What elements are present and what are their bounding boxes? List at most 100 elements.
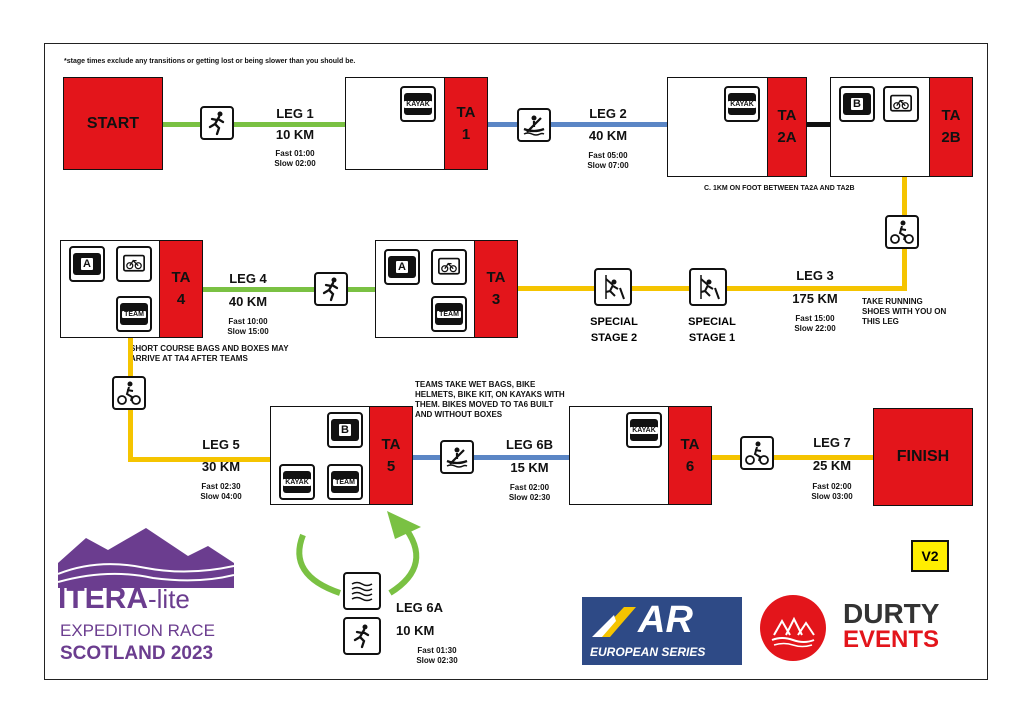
itera-mountain-logo: [58, 528, 234, 588]
leg7-route: [712, 455, 874, 460]
ar-european-series-logo: AR EUROPEAN SERIES: [582, 597, 742, 665]
scotland-2023-text: SCOTLAND 2023: [60, 643, 214, 664]
leg6b-fast: Fast 02:00: [509, 483, 550, 492]
leg1-slow: Slow 02:00: [274, 159, 316, 168]
leg4-slow: Slow 15:00: [227, 327, 269, 336]
kayak-icon: [440, 440, 474, 474]
bike-box-icon: [431, 249, 467, 285]
leg7-name: LEG 7: [813, 435, 851, 450]
leg6a-distance: 10 KM: [396, 623, 435, 638]
cycling-icon: [885, 215, 919, 249]
leg1-route: [163, 122, 348, 127]
trekking-icon: [343, 572, 381, 610]
leg6a-name: LEG 6A: [396, 600, 443, 615]
team-box-icon: TEAM: [327, 464, 363, 500]
leg4-name: LEG 4: [229, 271, 267, 286]
leg4-fast: Fast 10:00: [228, 317, 268, 326]
leg6a-slow: Slow 02:30: [416, 656, 458, 665]
diagram-frame: [44, 43, 988, 680]
leg2-slow: Slow 07:00: [587, 161, 629, 170]
bike-box-icon: [116, 246, 152, 282]
start-box: START: [63, 77, 163, 170]
cycling-icon: [112, 376, 146, 410]
european-series-text: EUROPEAN SERIES: [590, 645, 706, 659]
short-course-note: SHORT COURSE BAGS AND BOXES MAY ARRIVE A…: [130, 344, 289, 363]
leg3-distance: 175 KM: [792, 291, 838, 306]
leg2-name: LEG 2: [589, 106, 627, 121]
leg5-fast: Fast 02:30: [201, 482, 241, 491]
kayak-icon: [517, 108, 551, 142]
running-shoes-note: TAKE RUNNING SHOES WITH YOU ON THIS LEG: [862, 297, 947, 326]
running-icon: [200, 106, 234, 140]
leg2-fast: Fast 05:00: [588, 151, 628, 160]
abseil-icon: [594, 268, 632, 306]
leg1-distance: 10 KM: [275, 127, 315, 142]
bag-a-icon: A: [384, 249, 420, 285]
ar-text: AR: [638, 599, 693, 641]
itera-text: ITERA: [58, 582, 148, 615]
leg2-distance: 40 KM: [588, 128, 628, 143]
bag-b-icon: B: [839, 86, 875, 122]
leg6b-route: [413, 455, 570, 460]
leg7-fast: Fast 02:00: [812, 482, 852, 491]
leg3-name: LEG 3: [796, 268, 834, 283]
ta2-note: C. 1KM ON FOOT BETWEEN TA2A AND TA2B: [704, 185, 855, 192]
cycling-icon: [740, 436, 774, 470]
abseil-icon: [689, 268, 727, 306]
leg5-route: [128, 457, 271, 462]
bike-box-icon: [883, 86, 919, 122]
leg1-name: LEG 1: [276, 106, 314, 121]
leg4-distance: 40 KM: [228, 294, 268, 309]
leg6a-loop-arrows: [296, 511, 421, 596]
team-box-icon: TEAM: [116, 296, 152, 332]
kayak-bag-icon: KAYAK: [724, 86, 760, 122]
leg7-distance: 25 KM: [812, 458, 852, 473]
leg6b-distance: 15 KM: [510, 460, 549, 475]
durty-events-badge: [760, 595, 826, 661]
teams-note: TEAMS TAKE WET BAGS, BIKE HELMETS, BIKE …: [415, 380, 565, 419]
team-box-icon: TEAM: [431, 296, 467, 332]
leg7-slow: Slow 03:00: [811, 492, 853, 501]
leg6b-slow: Slow 02:30: [508, 493, 551, 502]
kayak-bag-icon: KAYAK: [400, 86, 436, 122]
bag-a-icon: A: [69, 246, 105, 282]
leg4-route: [202, 287, 375, 292]
version-badge: V2: [911, 540, 949, 572]
leg2-route: [487, 122, 670, 127]
running-icon: [343, 617, 381, 655]
leg6a-fast: Fast 01:30: [417, 646, 457, 655]
footnote: *stage times exclude any transitions or …: [64, 58, 356, 65]
leg1-fast: Fast 01:00: [275, 149, 315, 158]
leg5-name: LEG 5: [202, 437, 240, 452]
itera-lite-wordmark: ITERA-lite: [58, 584, 248, 619]
lite-text: -lite: [148, 584, 190, 614]
leg3-fast: Fast 15:00: [795, 314, 835, 323]
durty-text: DURTY: [843, 598, 940, 629]
leg5-distance: 30 KM: [201, 459, 241, 474]
kayak-bag-icon: KAYAK: [279, 464, 315, 500]
leg6b-name: LEG 6B: [506, 437, 553, 452]
finish-box: FINISH: [873, 408, 973, 506]
bag-b-icon: B: [327, 412, 363, 448]
kayak-bag-icon: KAYAK: [626, 412, 662, 448]
events-text: EVENTS: [843, 626, 940, 653]
running-icon: [314, 272, 348, 306]
leg5-slow: Slow 04:00: [200, 492, 242, 501]
expedition-race-text: EXPEDITION RACE: [60, 621, 215, 640]
